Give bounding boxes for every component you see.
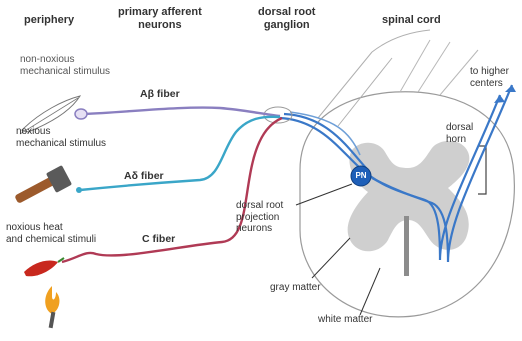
- label-projection-line-3: neurons: [236, 223, 283, 235]
- label-projection-line-1: dorsal root: [236, 200, 283, 212]
- dorsal-root-outline-2: [400, 40, 478, 95]
- label-noxious-heat-line-1: noxious heat: [6, 222, 96, 234]
- hammer-icon: [14, 165, 72, 204]
- header-primary-afferent-line-1: primary afferent: [118, 6, 202, 19]
- label-a-beta-fiber: Aβ fiber: [140, 88, 180, 100]
- a-beta-terminal: [75, 109, 87, 119]
- label-non-noxious-stimulus: non-noxious mechanical stimulus: [20, 54, 110, 77]
- label-projection-neurons: dorsal root projection neurons: [236, 200, 283, 235]
- header-primary-afferent-neurons: primary afferent neurons: [118, 6, 202, 31]
- flame-icon: [45, 286, 59, 328]
- label-white-matter: white matter: [318, 314, 372, 326]
- label-gray-matter: gray matter: [270, 282, 321, 294]
- label-c-fiber: C fiber: [142, 233, 175, 245]
- label-dorsal-horn-line-1: dorsal: [446, 122, 473, 134]
- a-beta-fiber: [84, 108, 280, 116]
- header-spinal-cord: spinal cord: [382, 14, 441, 27]
- header-drg-line-1: dorsal root: [258, 6, 315, 19]
- label-dorsal-horn-line-2: horn: [446, 134, 473, 146]
- label-a-delta-fiber: Aδ fiber: [124, 170, 164, 182]
- label-higher-line-2: centers: [470, 78, 509, 90]
- label-pn-marker: PN: [352, 171, 370, 180]
- header-drg-line-2: ganglion: [258, 19, 315, 32]
- label-non-noxious-line-2: mechanical stimulus: [20, 66, 110, 78]
- label-noxious-mech-line-1: noxious: [16, 126, 106, 138]
- chili-pepper-icon: [24, 258, 64, 276]
- central-canal: [404, 216, 409, 276]
- label-noxious-mech-line-2: mechanical stimulus: [16, 138, 106, 150]
- label-higher-line-1: to higher: [470, 66, 509, 78]
- label-dorsal-horn: dorsal horn: [446, 122, 473, 145]
- label-projection-line-2: projection: [236, 212, 283, 224]
- a-delta-terminal: [76, 187, 82, 193]
- label-noxious-mechanical-stimulus: noxious mechanical stimulus: [16, 126, 106, 149]
- arrow-head-1: [494, 95, 505, 103]
- label-non-noxious-line-1: non-noxious: [20, 54, 110, 66]
- header-periphery: periphery: [24, 14, 74, 27]
- header-dorsal-root-ganglion: dorsal root ganglion: [258, 6, 315, 31]
- label-noxious-heat-line-2: and chemical stimuli: [6, 234, 96, 246]
- label-noxious-heat-chemical: noxious heat and chemical stimuli: [6, 222, 96, 245]
- label-to-higher-centers: to higher centers: [470, 66, 509, 89]
- header-primary-afferent-line-2: neurons: [118, 19, 202, 32]
